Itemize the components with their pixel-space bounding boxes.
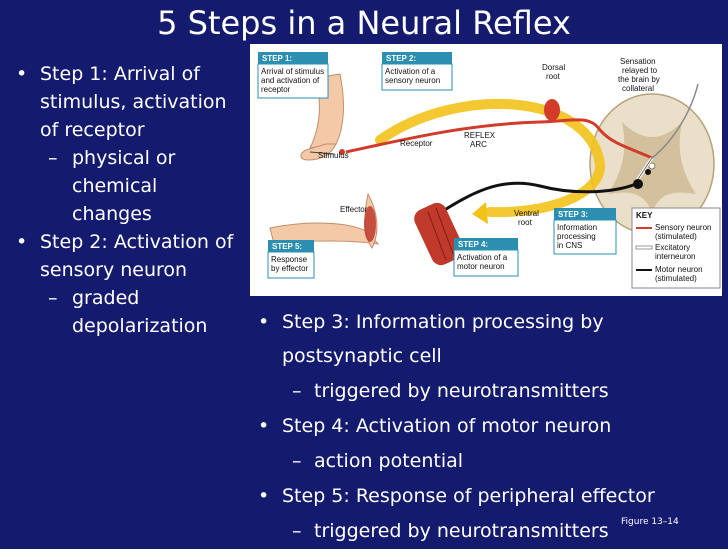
sub-bullet-step-3: triggered by neurotransmitters: [256, 373, 726, 409]
bullet-step-3: Step 3: Information processing by postsy…: [256, 305, 726, 373]
step-box-1: STEP 1: Arrival of stimulus and activati…: [257, 52, 329, 99]
motor-neuron: [437, 181, 637, 216]
step-3-line2: processing: [557, 232, 596, 241]
label-receptor: Receptor: [400, 139, 433, 148]
label-sensation-3: the brain by: [618, 75, 660, 84]
figure-key: KEY Sensory neuron (stimulated) Excitato…: [631, 207, 721, 289]
bottom-bullet-list: Step 3: Information processing by postsy…: [256, 305, 726, 549]
arm-effector-illustration: [269, 192, 380, 249]
bullet-step-2: Step 2: Activation of sensory neuron: [8, 228, 243, 284]
key-inter-1: Excitatory: [655, 243, 690, 252]
step-2-line2: sensory neuron: [385, 76, 440, 85]
figure-reference: Figure 13–14: [621, 517, 679, 527]
left-bullet-list: Step 1: Arrival of stimulus, activation …: [8, 60, 243, 340]
step-1-line1: Arrival of stimulus: [261, 67, 324, 76]
label-sensation-2: relayed to: [622, 66, 658, 75]
step-3-line3: in CNS: [557, 241, 582, 250]
step-box-2: STEP 2: Activation of a sensory neuron: [381, 52, 453, 91]
key-title: KEY: [636, 211, 653, 220]
step-2-line1: Activation of a: [385, 67, 436, 76]
step-4-line1: Activation of a: [457, 253, 508, 262]
dorsal-root-ganglion: [544, 99, 560, 121]
bullet-step-4: Step 4: Activation of motor neuron: [256, 409, 726, 443]
step-5-head: STEP 5:: [272, 242, 302, 251]
bullet-step-1: Step 1: Arrival of stimulus, activation …: [8, 60, 243, 144]
muscle-fiber-bundle: [414, 202, 464, 266]
label-dorsal-root: root: [546, 72, 561, 81]
reflex-arc-arrow: [375, 98, 605, 218]
key-inter-2: interneuron: [655, 252, 695, 261]
label-ventral-root: root: [518, 218, 533, 227]
step-4-head: STEP 4:: [458, 240, 488, 249]
key-sensory-2: (stimulated): [655, 232, 697, 241]
step-box-5: STEP 5: Response by effector: [267, 240, 315, 279]
label-stimulus: Stimulus: [318, 151, 349, 160]
sensory-neuron: [345, 118, 653, 160]
step-1-line3: receptor: [261, 85, 291, 94]
step-3-line1: Information: [557, 223, 597, 232]
label-sensation-4: collateral: [622, 84, 654, 93]
step-5-line1: Response: [271, 255, 308, 264]
sub-bullet-step-2: graded depolarization: [8, 284, 243, 340]
key-sensory-1: Sensory neuron: [655, 223, 711, 232]
sub-bullet-step-4: action potential: [256, 443, 726, 479]
step-box-4: STEP 4: Activation of a motor neuron: [453, 238, 519, 277]
key-motor-2: (stimulated): [655, 274, 697, 283]
label-arc: ARC: [470, 140, 487, 149]
spinal-cord: [589, 93, 715, 235]
step-1-head: STEP 1:: [262, 54, 292, 63]
step-5-line2: by effector: [271, 264, 309, 273]
step-2-head: STEP 2:: [386, 54, 416, 63]
label-reflex: REFLEX: [464, 131, 496, 140]
bullet-step-5: Step 5: Response of peripheral effector: [256, 479, 726, 513]
reflex-arc-diagram: STEP 1: Arrival of stimulus and activati…: [257, 52, 721, 289]
step-4-line2: motor neuron: [457, 262, 505, 271]
motor-neuron-body: [633, 179, 643, 189]
step-3-head: STEP 3:: [558, 210, 588, 219]
key-motor-1: Motor neuron: [655, 265, 703, 274]
label-effector: Effector: [340, 205, 368, 214]
label-sensation-1: Sensation: [620, 57, 656, 66]
reflex-arc-figure: STEP 1: Arrival of stimulus and activati…: [250, 44, 722, 296]
label-ventral: Ventral: [514, 209, 539, 218]
label-dorsal: Dorsal: [542, 63, 565, 72]
step-1-line2: and activation of: [261, 76, 320, 85]
sub-bullet-step-5: triggered by neurotransmitters: [256, 513, 726, 549]
slide-title: 5 Steps in a Neural Reflex: [157, 4, 571, 42]
step-box-3: STEP 3: Information processing in CNS: [553, 208, 617, 255]
sub-bullet-step-1: physical or chemical changes: [8, 144, 243, 228]
